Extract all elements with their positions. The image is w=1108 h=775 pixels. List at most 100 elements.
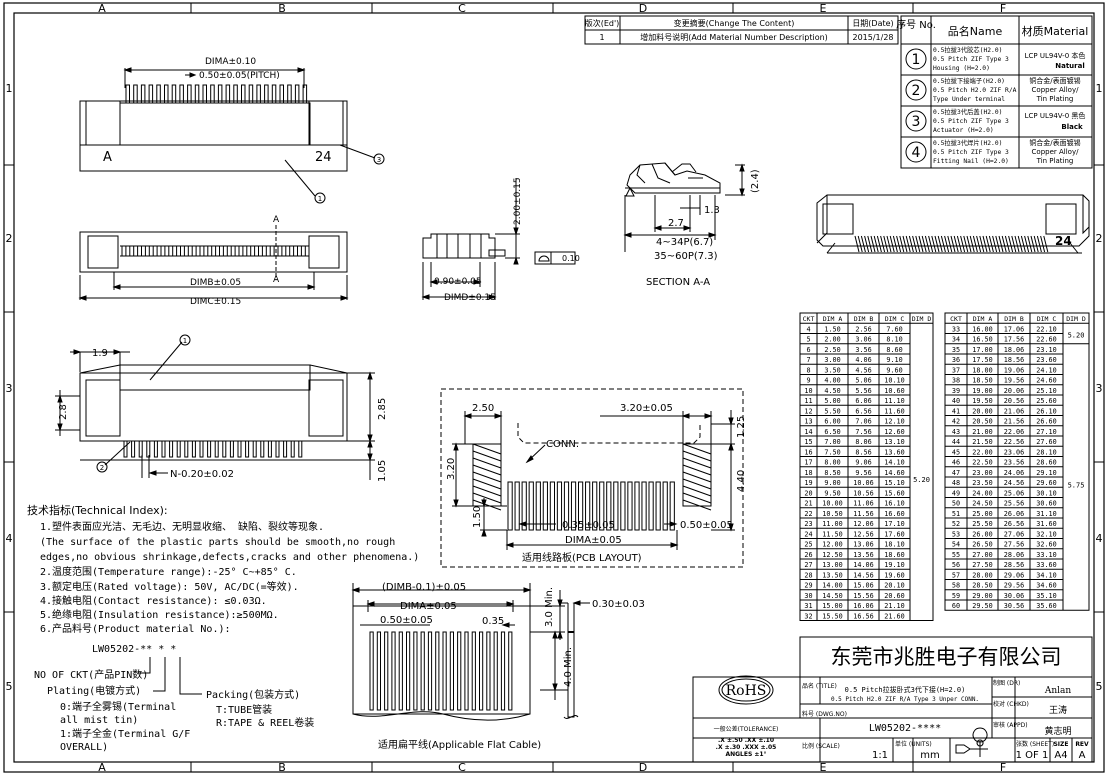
dim-left-cell: 32 (804, 612, 812, 620)
top-view-pins (125, 84, 308, 104)
mat-material-4b: Copper Alloy/ (1032, 148, 1080, 156)
dim-right-cell: 24.50 (972, 500, 992, 508)
row-5-left: 5 (6, 680, 13, 693)
dim-right-cell: 30.60 (1036, 500, 1056, 508)
dim-left-cell: 20 (804, 489, 812, 497)
pcb-conn-label: CONN. (546, 439, 579, 450)
dim-right-cell: 23.00 (972, 469, 992, 477)
dim-left-cell: 12.10 (884, 418, 904, 426)
dim-left-cell: 8.50 (824, 469, 840, 477)
cable-conductor (464, 631, 469, 711)
pcb-pad-right (682, 443, 712, 507)
iso-pin (912, 235, 918, 253)
dimc-label: DIMC±0.15 (190, 297, 241, 307)
dim-right-cell: 21.00 (972, 428, 992, 436)
iso-pin (1008, 235, 1014, 253)
row-3-left: 3 (6, 382, 13, 395)
bottom-pin (146, 440, 151, 458)
dim-left-cell: 27 (804, 561, 812, 569)
dim-right-header: DIM C (1037, 315, 1057, 323)
dim-right-cell: 28.56 (1004, 561, 1024, 569)
top-pin (125, 84, 130, 104)
tolerance-line-3: ANGLES ±1° (725, 751, 766, 758)
dim-right-header: CKT (950, 315, 962, 323)
dim-right-cell: 17.06 (1004, 325, 1024, 333)
iso-pin (1040, 235, 1046, 253)
dim-left-cell: 7.06 (855, 418, 871, 426)
pad-hatch (682, 450, 712, 462)
dim-left-cell: 17 (804, 459, 812, 467)
mat-name-3c: Actuator (H=2.0) (933, 127, 994, 134)
dim-right-cell: 52 (952, 520, 960, 528)
dim-right-cell: 45 (952, 448, 960, 456)
pad-hatch (472, 485, 502, 497)
dim-left-cell: 11.56 (853, 510, 873, 518)
iso-pin (969, 235, 975, 253)
iso-pin (966, 235, 972, 253)
pcb-440-label: 4.40 (736, 470, 747, 492)
cable-conductor (384, 631, 389, 711)
pcb-pad (556, 481, 563, 531)
pcb-pad (606, 481, 612, 531)
iso-pin (908, 235, 914, 253)
col-c-bottom: C (458, 761, 466, 774)
balloon-2 (96, 461, 108, 473)
section-a-bottom: A (273, 275, 280, 285)
pcb-pad (655, 481, 661, 531)
mat-header-material: 材质Material (1022, 24, 1089, 38)
dwg-label: 料号 (DWG.NO) (802, 710, 847, 718)
tech-line-1: 1.塑件表面应光洁、无毛边、无明显收缩、 缺陷、裂纹等现象. (40, 520, 324, 533)
dim-right-cell: 51 (952, 510, 960, 518)
iso-pin (972, 235, 978, 253)
dim-left-cell: 8.10 (886, 336, 902, 344)
rev-header-content: 变更摘要(Change The Content) (674, 18, 795, 28)
mat-name-1b: 0.5 Pitch ZIF Type 3 (933, 56, 1009, 63)
dim-right-cell: 22.50 (972, 459, 992, 467)
top-pin (210, 84, 215, 104)
dim-left-header: CKT (803, 315, 815, 323)
dim-left-cell: 10.00 (822, 500, 842, 508)
dim-right-cell: 30.06 (1004, 592, 1024, 600)
dim-left-cell: 13.60 (884, 448, 904, 456)
pin-a-label: A (103, 150, 112, 165)
pin-24-label: 24 (315, 150, 332, 165)
sheet-label: 张数 (SHEET) (1016, 740, 1054, 748)
cable-035-label: 0.35 (482, 616, 504, 627)
pad-hatch (472, 478, 502, 490)
checked-label: 校对 (CHKD) (993, 700, 1029, 708)
dim-right-cell: 49 (952, 489, 960, 497)
dim-right-cell: 32.60 (1036, 541, 1056, 549)
dim-left-cell: 16.10 (884, 500, 904, 508)
col-e-bottom: E (820, 761, 827, 774)
dim-right-cell: 19.56 (1004, 377, 1024, 385)
top-pin (187, 84, 192, 104)
iso-pin (889, 235, 895, 253)
dim-right-cell: 28.50 (972, 582, 992, 590)
dim-left-cell: 8 (806, 366, 810, 374)
pad-hatch (472, 450, 502, 462)
pad-hatch (682, 492, 712, 504)
cable-conductor (493, 631, 498, 711)
cable-conductor (398, 631, 403, 711)
dim-left-cell: 11 (804, 397, 812, 405)
tolerance-title: 一般公差(TOLERANCE) (714, 725, 779, 733)
bottom-view-pins (123, 440, 303, 458)
dim-right-cell: 58 (952, 582, 960, 590)
dim-right-cell: 20.56 (1004, 397, 1024, 405)
dim-right-cell: 25.10 (1036, 387, 1056, 395)
iso-pin (1033, 235, 1039, 253)
dim-right-cell: 26.10 (1036, 407, 1056, 415)
bottom-pin (138, 440, 143, 458)
dim-right-cell: 29.00 (972, 592, 992, 600)
dim-right-cell: 23.56 (1004, 459, 1024, 467)
dim-right-cell: 33.10 (1036, 551, 1056, 559)
pad-hatch (682, 464, 712, 476)
iso-pin (1004, 235, 1010, 253)
bottom-pin (176, 440, 181, 458)
iso-pin (1014, 235, 1020, 253)
dim-right-cell: 54 (952, 541, 960, 549)
dim-right-cell: 27.06 (1004, 530, 1024, 538)
rev-label: REV (1075, 741, 1089, 748)
iso-pin (944, 235, 950, 253)
